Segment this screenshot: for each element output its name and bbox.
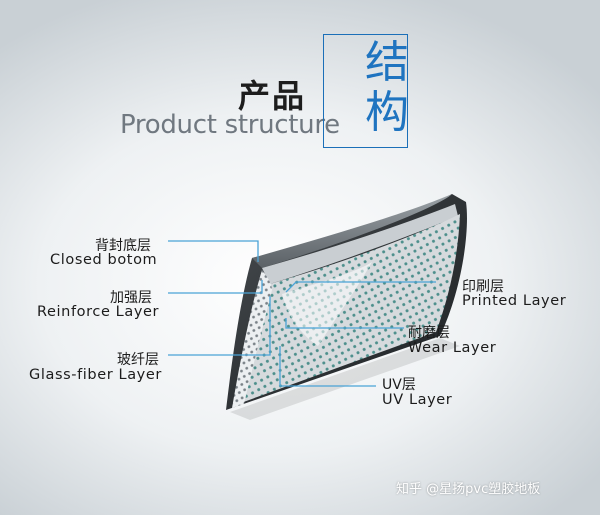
- label-printed-cn: 印刷层: [462, 279, 504, 295]
- printed-layer: [238, 214, 460, 404]
- label-wear-cn: 耐磨层: [408, 325, 450, 341]
- heading-title-en: Product structure: [120, 110, 340, 140]
- leader-uv: [279, 346, 376, 387]
- label-closed-bottom-cn: 背封底层: [95, 238, 151, 254]
- watermark: 知乎 @星扬pvc塑胶地板: [396, 482, 541, 497]
- curled-edge: [252, 194, 452, 268]
- leader-printed: [285, 281, 436, 293]
- wear-layer: [282, 262, 372, 346]
- label-glass-fiber-cn: 玻纤层: [117, 352, 159, 368]
- reinforce-layer: [262, 204, 458, 284]
- label-wear-en: Wear Layer: [408, 340, 497, 356]
- label-uv-en: UV Layer: [382, 392, 453, 408]
- leader-reinforce: [168, 280, 263, 294]
- leader-lines: [168, 240, 436, 387]
- leader-glass-fiber: [168, 296, 271, 356]
- sheet-shadow: [230, 338, 460, 420]
- heading-title-big: 结构: [365, 37, 409, 138]
- heading-frame: [323, 34, 408, 148]
- label-reinforce-en: Reinforce Layer: [37, 304, 160, 320]
- heading-title-cn: 产品: [238, 77, 307, 115]
- label-reinforce-cn: 加强层: [110, 290, 152, 306]
- label-uv-cn: UV层: [382, 377, 416, 393]
- glass-fiber-layer: [232, 270, 272, 408]
- label-closed-bottom-en: Closed botom: [50, 252, 158, 268]
- label-glass-fiber-en: Glass-fiber Layer: [29, 367, 162, 383]
- leader-closed-bottom: [168, 240, 259, 262]
- leader-wear: [285, 318, 404, 329]
- label-printed-en: Printed Layer: [462, 293, 567, 309]
